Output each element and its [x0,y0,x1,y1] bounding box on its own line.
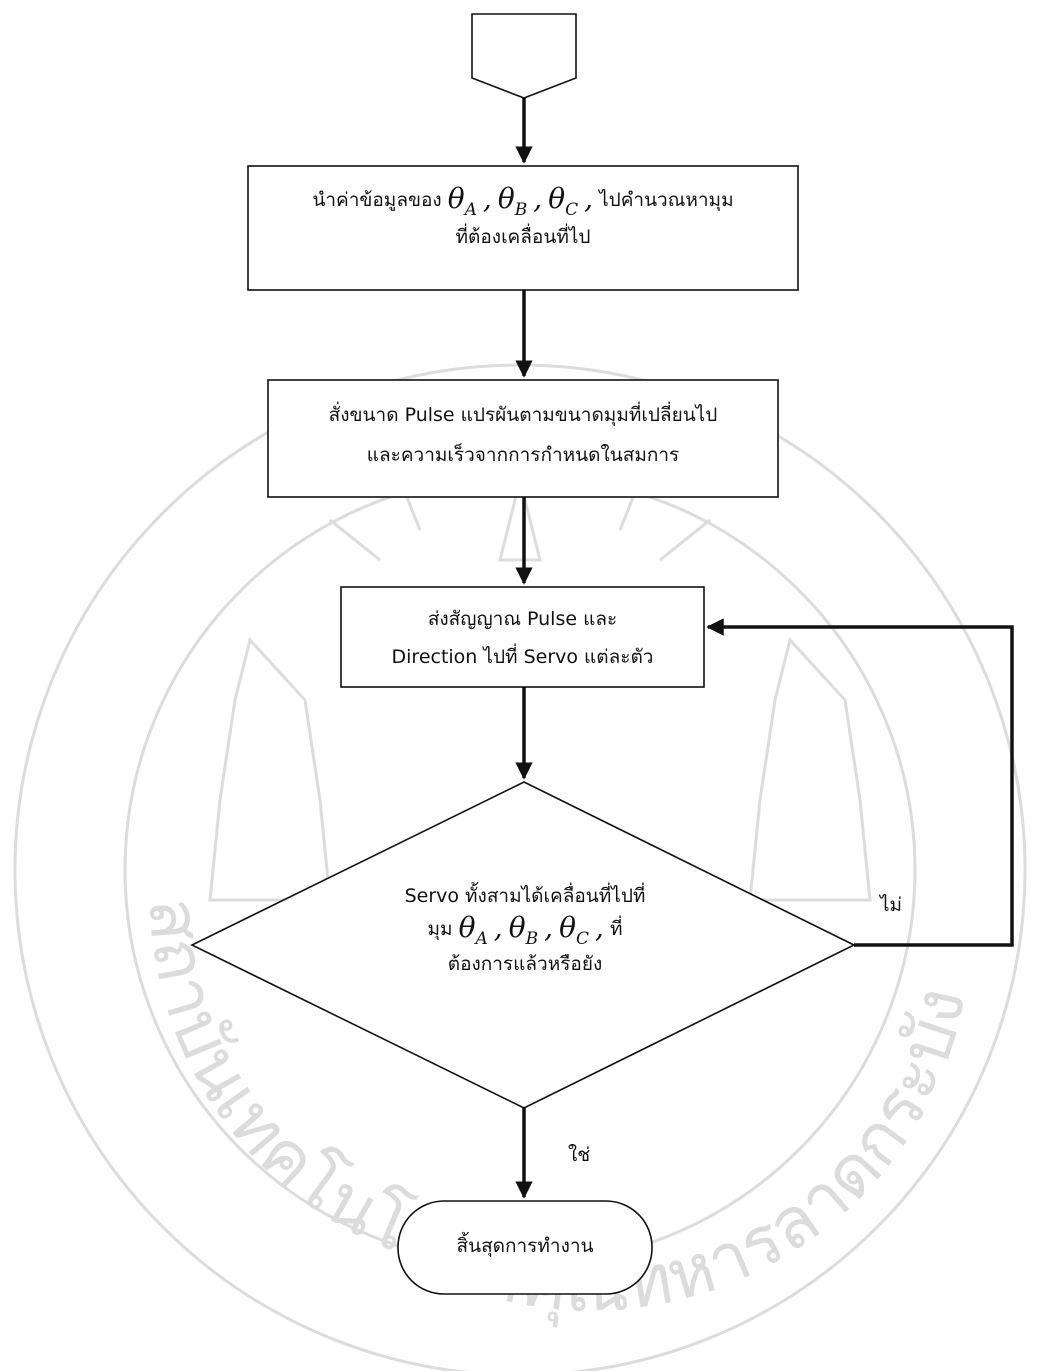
decision-line-3: ต้องการแล้วหรือยัง [447,953,603,976]
separator: , [493,911,503,945]
send-signal-line-1: ส่งสัญญาณ Pulse และ [427,608,618,630]
decision-suffix: ที่ [609,918,623,941]
compute-angles-box [247,165,799,291]
theta-b-symbol: θB [508,911,539,950]
pulse-size-line-2: และความเร็วจากการกำหนดในสมการ [366,443,680,466]
separator: , [544,911,554,945]
theta-a-symbol: θA [447,182,477,220]
send-signal-text: ส่งสัญญาณ Pulse และ Direction ไปที่ Serv… [341,600,704,676]
theta-c-symbol: θC [548,182,579,220]
pulse-size-text: สั่งขนาด Pulse แปรผันตามขนาดมุมที่เปลี่ย… [268,396,778,476]
send-signal-line-2: Direction ไปที่ Servo แต่ละตัว [391,646,654,668]
decision-text: Servo ทั้งสามได้เคลื่อนที่ไปที่ มุม θA ,… [330,880,720,982]
yes-label: ใช่ [568,1144,591,1166]
compute-angles-text: นำค่าข้อมูลของ θA , θB , θC , ไปคำนวณหาม… [248,182,798,255]
separator: , [482,182,492,215]
separator: , [533,182,543,215]
separator: , [584,182,594,215]
no-label: ไม่ [880,894,903,916]
start-connector [471,13,577,99]
pulse-size-line-1: สั่งขนาด Pulse แปรผันตามขนาดมุมที่เปลี่ย… [328,404,718,426]
separator: , [595,911,604,945]
theta-c-symbol: θC [559,911,589,950]
compute-suffix: ไปคำนวณหามุม [599,189,734,211]
theta-b-symbol: θB [497,182,528,220]
end-terminal [397,1200,653,1295]
compute-line-1: นำค่าข้อมูลของ θA , θB , θC , ไปคำนวณหาม… [248,182,798,219]
arrow-no-loop [706,618,1014,947]
decision-line-1: Servo ทั้งสามได้เคลื่อนที่ไปที่ [404,885,646,907]
decision-prefix: มุม [427,918,453,941]
compute-line-2: ที่ต้องเคลื่อนที่ไป [455,226,591,248]
decision-line-2: มุม θA , θB , θC , ที่ [330,913,720,948]
pulse-size-box [267,379,779,498]
compute-prefix: นำค่าข้อมูลของ [312,189,442,211]
end-text: สิ้นสุดการทำงาน [456,1235,594,1257]
theta-a-symbol: θA [458,911,488,950]
